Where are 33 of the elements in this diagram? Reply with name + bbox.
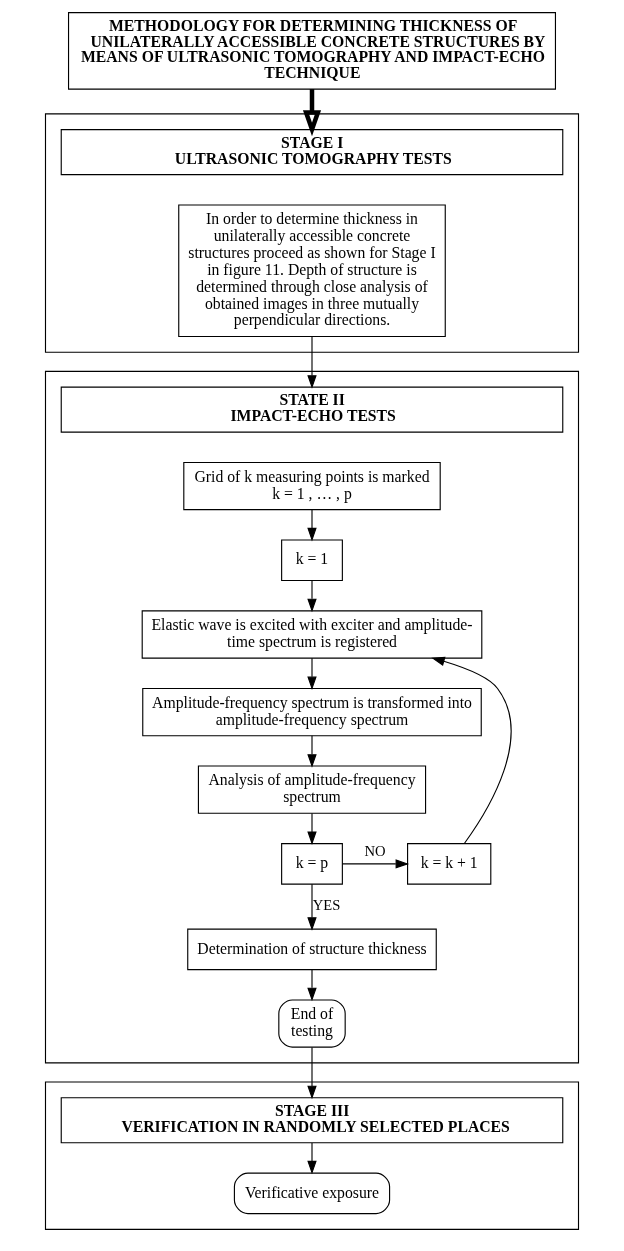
arrow [307, 580, 317, 613]
cluster [44, 113, 580, 353]
cluster [44, 370, 580, 1064]
arrow [307, 1142, 317, 1175]
node-box: STAGE I ULTRASONIC TOMOGRAPHY TESTS [60, 129, 564, 176]
node-box: Verificative exposure [233, 1172, 391, 1215]
arrow [307, 883, 317, 931]
node-box: METHODOLOGY FOR DETERMINING THICKNESS OF UNILATERALLY ACCESSIBLE CONCRETE STRUCTURES BY MEANS OF ULTRASONIC TOMOGRAPHY AND IMPACT-ECHO TECHNIQUE [68, 12, 556, 90]
arrow [341, 859, 410, 869]
arrow [302, 89, 322, 137]
arrow [307, 735, 317, 768]
arrow [307, 813, 317, 845]
arrow [431, 656, 512, 845]
node-box: End of testing [278, 999, 346, 1048]
arrow [307, 509, 317, 542]
cluster [44, 1081, 580, 1230]
node-box: In order to determine thickness in unilaterally accessible concrete structures proceed as shown for Stage I in figure 11. Depth of structure is determined through close analysis of obtained images in three mutually perpendicular directions. [178, 204, 446, 338]
node-box: STAGE III VERIFICATION IN RANDOMLY SELECTED PLACES [60, 1097, 564, 1144]
node-box: Analysis of amplitude-frequency spectrum [197, 765, 427, 814]
node-box: k = p [281, 843, 343, 885]
arrow [307, 969, 317, 1002]
arrow [307, 1047, 317, 1100]
arrow [307, 657, 317, 691]
arrow [307, 336, 317, 389]
edge-label: YES [312, 897, 341, 914]
node-box: Amplitude-frequency spectrum is transformed into amplitude-frequency spectrum [142, 687, 482, 737]
node-box: Grid of k measuring points is marked k = 1 , … , p [183, 461, 441, 511]
edge-label: NO [364, 843, 386, 860]
node-box: STATE II IMPACT-ECHO TESTS [60, 386, 564, 433]
node-box: Determination of structure thickness [187, 928, 437, 971]
node-box: Elastic wave is excited with exciter and amplitude-time spectrum is registered [141, 610, 483, 659]
node-box: k = 1 [281, 539, 343, 582]
node-box: k = k + 1 [407, 843, 492, 885]
